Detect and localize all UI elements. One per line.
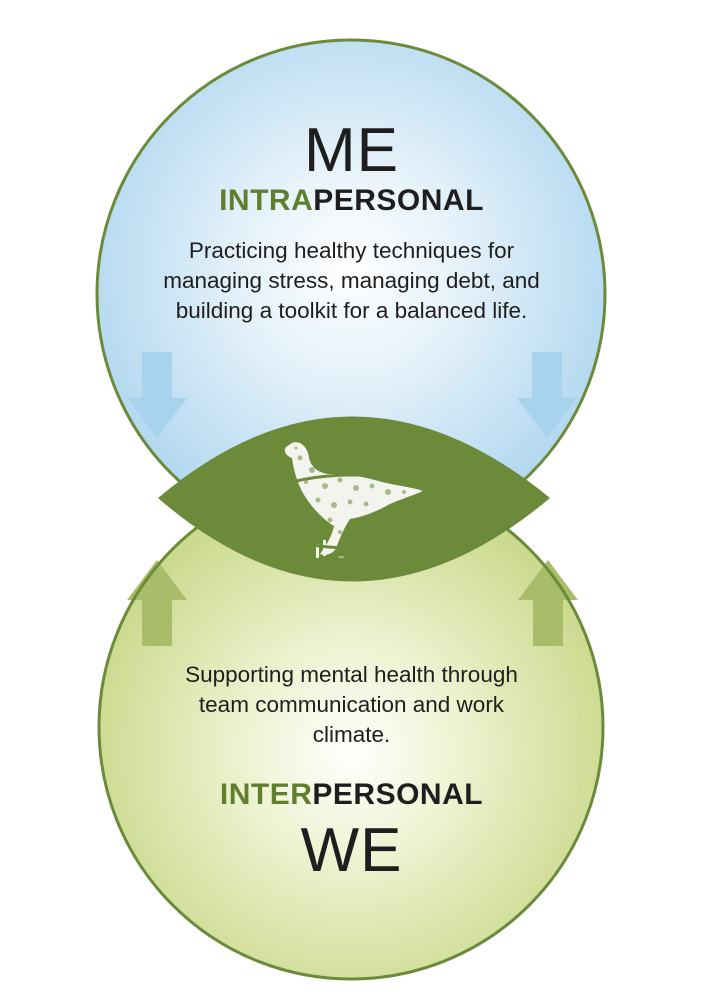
- intrapersonal-circle: [97, 40, 605, 548]
- arrow-down-left-icon: [127, 352, 187, 438]
- description-line: climate.: [312, 722, 391, 747]
- personal-suffix: PERSONAL: [312, 778, 484, 811]
- me-heading: ME: [304, 116, 399, 185]
- bird-texture: [294, 446, 406, 534]
- inter-prefix: INTER: [219, 778, 313, 811]
- description-line: Supporting mental health through: [185, 662, 518, 687]
- intrapersonal-label: INTRAPERSONAL: [0, 186, 703, 216]
- trademark-mark: ™: [338, 555, 344, 562]
- interpersonal-description: Supporting mental health through team co…: [0, 660, 703, 750]
- description-line: team communication and work: [198, 692, 505, 717]
- arrow-down-right-icon: [517, 352, 577, 438]
- interpersonal-outline: [97, 473, 605, 981]
- description-line: Practicing healthy techniques for: [188, 238, 515, 263]
- personal-suffix: PERSONAL: [313, 184, 484, 217]
- interpersonal-label: INTERPERSONAL: [0, 780, 703, 810]
- intrapersonal-description: Practicing healthy techniques for managi…: [0, 236, 703, 326]
- interpersonal-circle: [99, 475, 603, 979]
- description-line: managing stress, managing debt, and: [163, 268, 540, 293]
- intrapersonal-outline: [95, 38, 607, 550]
- we-heading: WE: [300, 816, 403, 885]
- description-line: building a toolkit for a balanced life.: [175, 298, 528, 323]
- arrow-up-left-icon: [127, 560, 187, 646]
- intra-prefix: INTRA: [219, 184, 314, 217]
